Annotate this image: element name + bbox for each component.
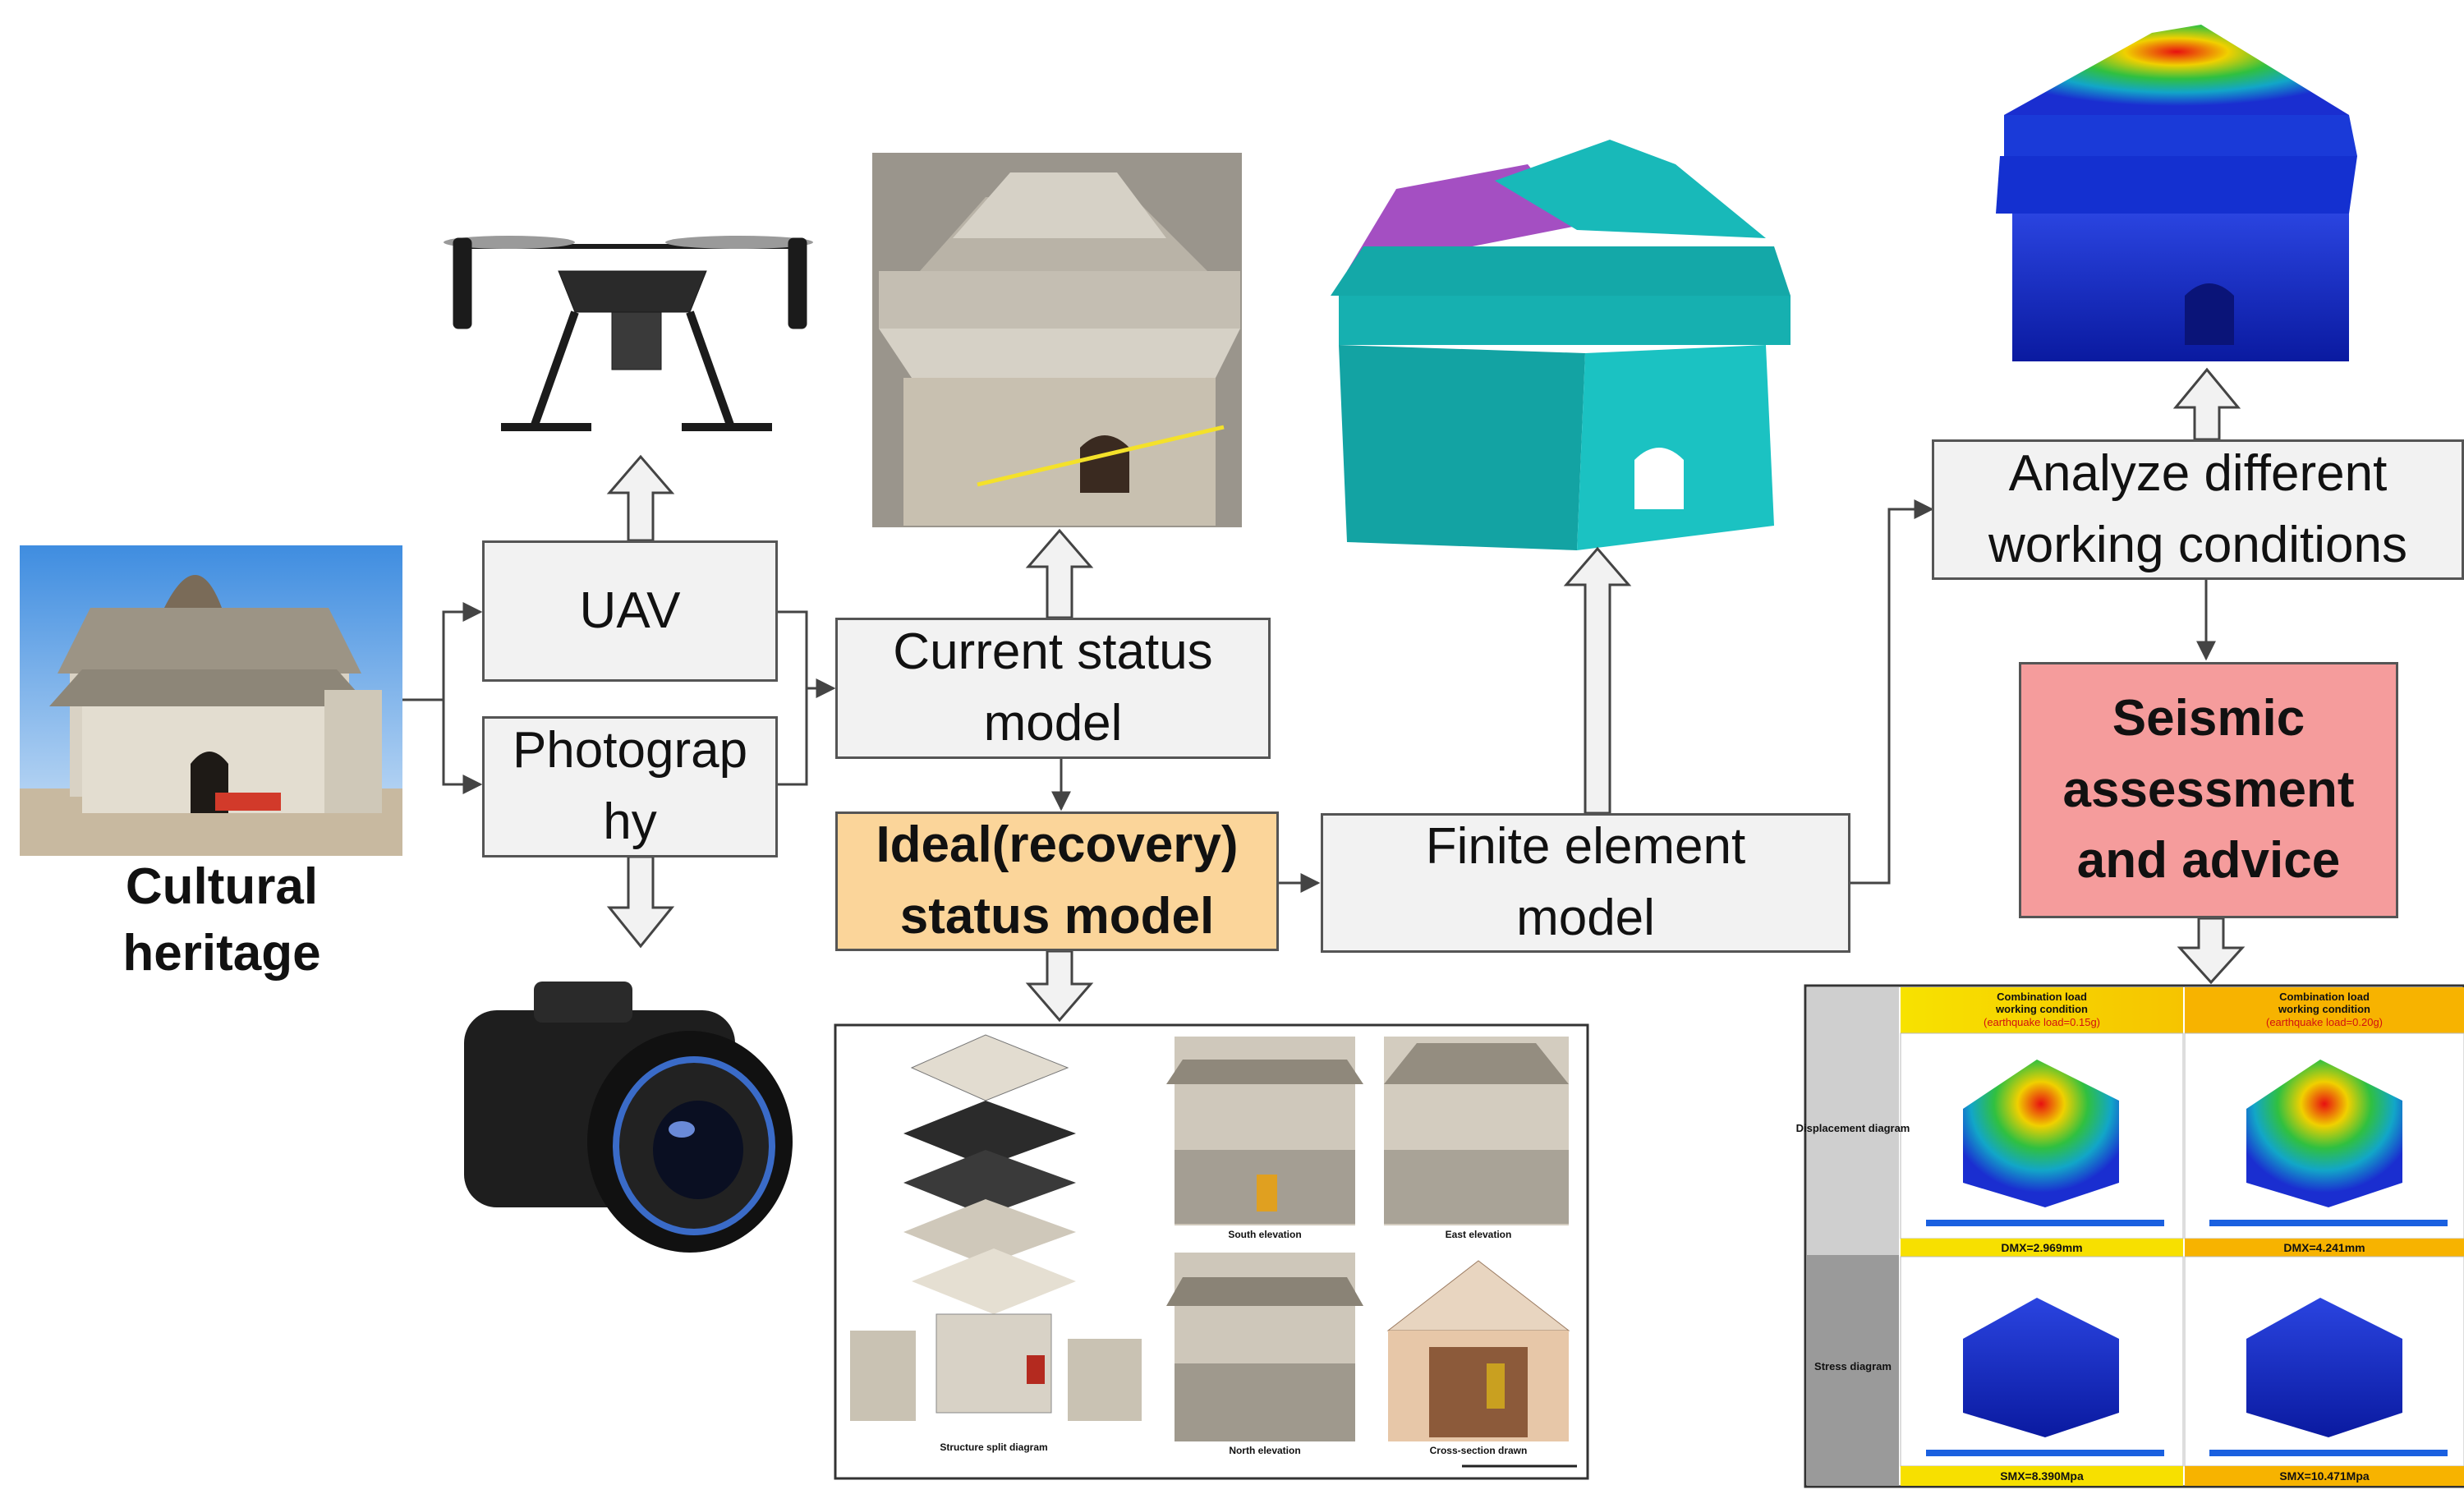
- row-stress-label: Stress diagram: [1814, 1360, 1892, 1372]
- caption-cross: Cross-section drawn: [1430, 1445, 1528, 1456]
- col1-header-line3: (earthquake load=0.15g): [1984, 1016, 2100, 1028]
- ideal-status-box: Ideal(recovery) status model: [835, 811, 1279, 951]
- caption-east: East elevation: [1446, 1229, 1512, 1240]
- uav-label: UAV: [579, 582, 681, 639]
- col2-header-line2: working condition: [2278, 1003, 2370, 1015]
- seismic-assessment-label: Seismic assessment and advice: [2062, 689, 2355, 890]
- connectors: [402, 499, 2216, 893]
- stress-plot-2: [2209, 1298, 2448, 1456]
- displacement-plot-2: [2209, 1060, 2448, 1226]
- current-status-box: Current status model: [835, 618, 1271, 759]
- photography-box: Photography: [482, 716, 778, 857]
- col1-header-line2: working condition: [1995, 1003, 2088, 1015]
- stress-plot-1: [1926, 1298, 2164, 1456]
- caption-split: Structure split diagram: [940, 1441, 1047, 1453]
- current-status-label: Current status model: [893, 623, 1213, 752]
- photography-label: Photography: [512, 722, 748, 850]
- structure-split-drawing: [850, 1034, 1142, 1421]
- seismic-assessment-box: Seismic assessment and advice: [2019, 662, 2398, 918]
- cultural-heritage-label: Cultural heritage: [122, 858, 321, 982]
- smx-value-2: SMX=10.471Mpa: [2279, 1469, 2370, 1483]
- finite-element-box: Finite element model: [1321, 813, 1850, 953]
- dmx-value-2: DMX=4.241mm: [2283, 1241, 2365, 1254]
- caption-south: South elevation: [1228, 1229, 1301, 1240]
- caption-north: North elevation: [1229, 1445, 1300, 1456]
- displacement-plot-1: [1926, 1060, 2164, 1226]
- block-arrows: [606, 367, 2246, 1023]
- row-displacement-label: Displacement diagram: [1796, 1122, 1910, 1134]
- camera-illustration: [464, 982, 793, 1253]
- east-elevation-drawing: [1384, 1037, 1569, 1225]
- smx-value-1: SMX=8.390Mpa: [2000, 1469, 2084, 1483]
- finite-element-label: Finite element model: [1425, 818, 1746, 946]
- current-status-photo: [872, 153, 1242, 527]
- analyze-conditions-label: Analyze different working conditions: [1988, 444, 2408, 573]
- heritage-photo: [20, 545, 402, 856]
- results-table: [1804, 984, 2464, 1488]
- col2-header-line1: Combination load: [2279, 991, 2370, 1003]
- col2-header-line3: (earthquake load=0.20g): [2266, 1016, 2383, 1028]
- north-elevation-drawing: [1166, 1253, 1363, 1441]
- col1-header-line1: Combination load: [1997, 991, 2087, 1003]
- cross-section-drawing: [1386, 1260, 1570, 1441]
- ideal-status-label: Ideal(recovery) status model: [876, 816, 1239, 945]
- fem-mesh-illustration: [1331, 140, 1791, 550]
- analysis-contour-illustration: [1996, 25, 2357, 361]
- drawings-panel: [834, 1023, 1589, 1480]
- dmx-value-1: DMX=2.969mm: [2001, 1241, 2082, 1254]
- analyze-conditions-box: Analyze different working conditions: [1932, 439, 2464, 580]
- south-elevation-drawing: [1166, 1037, 1363, 1225]
- uav-box: UAV: [482, 540, 778, 682]
- uav-drone-illustration: [444, 236, 813, 431]
